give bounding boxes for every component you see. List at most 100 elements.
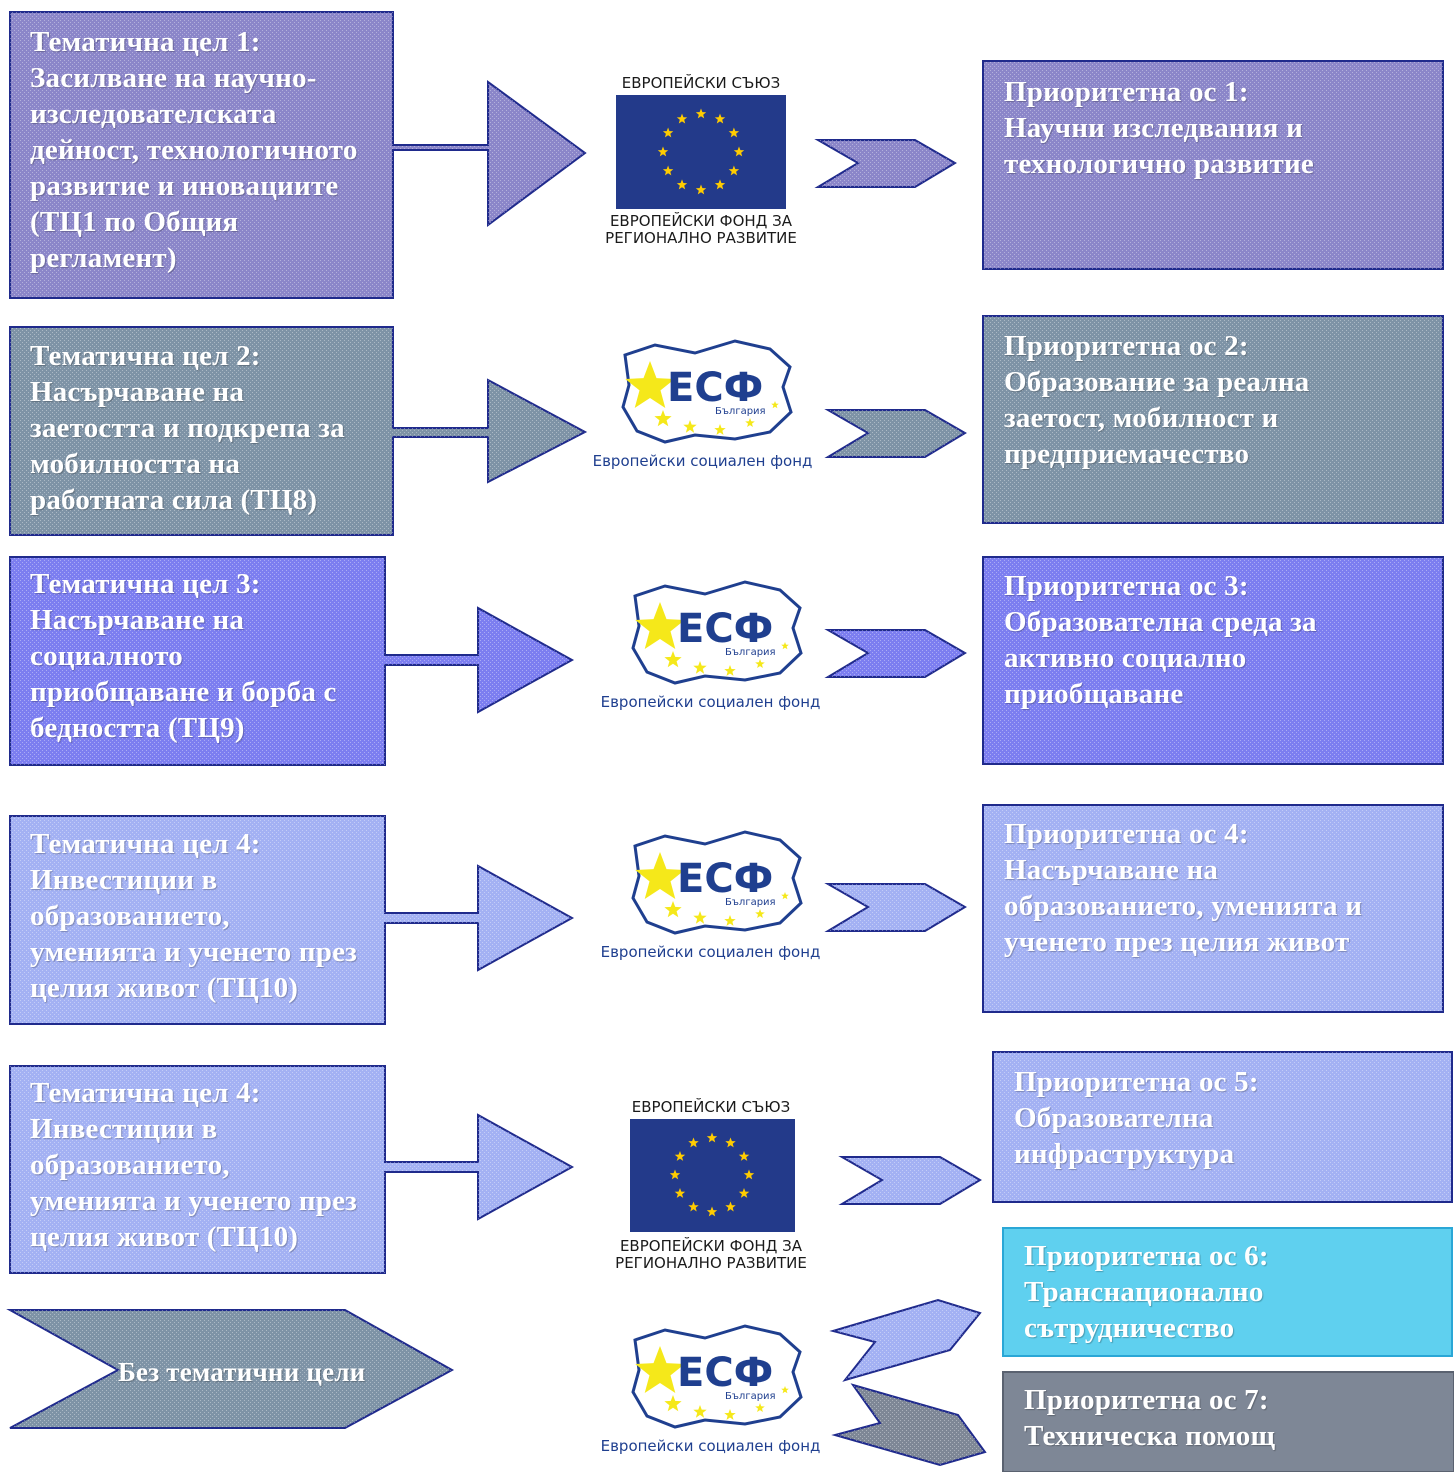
- eu-star-icon: [738, 1188, 750, 1198]
- goal-4-text: Тематична цел 4: Инвестиции в образовани…: [30, 828, 358, 1004]
- eu-star-icon: [695, 184, 707, 195]
- eu-star-icon: [662, 127, 674, 138]
- esf-logo-4-caption: Европейски социален фонд: [600, 1437, 821, 1455]
- axis-4-text: Приоритетна ос 4: Насърчаване на образов…: [1004, 818, 1363, 958]
- chevron-2: [824, 409, 967, 458]
- esf-star-icon: [664, 901, 682, 918]
- eu-logo-2-top: ЕВРОПЕЙСКИ СЪЮЗ: [631, 1098, 791, 1116]
- esf-star-icon: [693, 661, 707, 674]
- esf-mark-text: ЕСФ: [677, 856, 773, 902]
- eu-logo-2-bottom: ЕВРОПЕЙСКИ ФОНД ЗА РЕГИОНАЛНО РАЗВИТИЕ: [615, 1237, 807, 1272]
- axis-3-text: Приоритетна ос 3: Образователна среда за…: [1004, 570, 1317, 710]
- chevron-7: [831, 1383, 987, 1467]
- esf-sub-text: България: [725, 897, 776, 908]
- chevron-5: [838, 1156, 982, 1205]
- eu-logo-1-bottom: ЕВРОПЕЙСКИ ФОНД ЗА РЕГИОНАЛНО РАЗВИТИЕ: [605, 212, 797, 247]
- eu-star-icon: [674, 1151, 686, 1161]
- esf-star-icon: [771, 401, 779, 409]
- esf-star-icon: [654, 410, 672, 427]
- esf-star-icon: [693, 911, 707, 924]
- goal-5-shape: [9, 1065, 575, 1274]
- esf-star-icon: [724, 665, 736, 676]
- esf-star-icon: [745, 418, 755, 427]
- esf-star-icon: [664, 651, 682, 668]
- chevron-3: [824, 629, 967, 678]
- chevron-1: [814, 139, 957, 188]
- axis-5-box: [992, 1051, 1453, 1203]
- eu-star-icon: [725, 1137, 736, 1148]
- esf-sub-text: България: [725, 1391, 776, 1402]
- esf-star-icon: [724, 915, 736, 926]
- axis-2-text: Приоритетна ос 2: Образование за реална …: [1004, 330, 1310, 470]
- esf-star-icon: [625, 361, 675, 408]
- esf-logo-1-caption: Европейски социален фонд: [592, 452, 813, 470]
- axis-6-text: Приоритетна ос 6: Транснационално сътруд…: [1024, 1240, 1269, 1344]
- esf-star-icon: [635, 602, 685, 649]
- eu-star-icon: [662, 165, 674, 176]
- esf-star-icon: [714, 424, 726, 435]
- eu-star-icon: [706, 1132, 718, 1143]
- axis-1-box: [982, 60, 1444, 270]
- eu-star-icon: [728, 165, 740, 176]
- eu-star-icon: [725, 1201, 736, 1212]
- esf-star-icon: [693, 1405, 707, 1418]
- goal-2-shape: [9, 326, 588, 536]
- axis-5-text: Приоритетна ос 5: Образователна инфрастр…: [1014, 1066, 1259, 1170]
- esf-star-icon: [755, 1403, 765, 1412]
- esf-star-icon: [683, 420, 697, 433]
- axis-3-box: [982, 556, 1444, 765]
- eu-star-icon: [657, 146, 669, 157]
- no-goals-shape: [6, 1309, 455, 1429]
- goal-5-text: Тематична цел 4: Инвестиции в образовани…: [30, 1077, 358, 1253]
- eu-logo-1: [616, 95, 786, 209]
- eu-logo-1-top: ЕВРОПЕЙСКИ СЪЮЗ: [621, 74, 781, 92]
- axis-7-box: [1002, 1371, 1454, 1472]
- esf-star-icon: [755, 659, 765, 668]
- esf-sub-text: България: [725, 647, 776, 658]
- axis-6-box: [1002, 1227, 1453, 1357]
- eu-star-icon: [728, 127, 740, 138]
- eu-logo-2: [630, 1119, 795, 1232]
- eu-star-icon: [733, 146, 745, 157]
- esf-star-icon: [635, 852, 685, 899]
- axis-1-text: Приоритетна ос 1: Научни изследвания и т…: [1004, 76, 1315, 180]
- goal-1-shape: [9, 11, 587, 299]
- esf-logo-2-caption: Европейски социален фонд: [600, 693, 821, 711]
- esf-star-icon: [781, 1386, 789, 1394]
- eu-star-icon: [688, 1137, 699, 1148]
- eu-star-icon: [706, 1206, 718, 1217]
- eu-star-icon: [676, 179, 688, 190]
- goal-1-text: Тематична цел 1: Засилване на научно- из…: [30, 26, 358, 274]
- chevron-4: [824, 883, 967, 932]
- chevron-6: [829, 1298, 982, 1382]
- esf-star-icon: [781, 642, 789, 650]
- eu-star-icon: [743, 1169, 755, 1180]
- goal-3-shape: [9, 556, 575, 766]
- goal-2-text: Тематична цел 2: Насърчаване на заетостт…: [30, 340, 345, 516]
- esf-logo-3-caption: Европейски социален фонд: [600, 943, 821, 961]
- axis-2-box: [982, 315, 1444, 524]
- esf-star-icon: [781, 892, 789, 900]
- goal-4-shape: [9, 815, 575, 1025]
- eu-star-icon: [674, 1188, 686, 1198]
- esf-mark-text: ЕСФ: [677, 606, 773, 652]
- esf-star-icon: [724, 1409, 736, 1420]
- esf-star-icon: [635, 1346, 685, 1393]
- axis-7-text: Приоритетна ос 7: Техническа помощ: [1024, 1384, 1276, 1452]
- eu-star-icon: [688, 1201, 699, 1212]
- eu-star-icon: [714, 179, 726, 190]
- esf-mark-text: ЕСФ: [677, 1350, 773, 1396]
- esf-star-icon: [755, 909, 765, 918]
- eu-star-icon: [695, 108, 707, 119]
- esf-star-icon: [664, 1395, 682, 1412]
- esf-mark-text: ЕСФ: [667, 365, 763, 411]
- goal-3-text: Тематична цел 3: Насърчаване на социално…: [30, 568, 337, 744]
- esf-sub-text: България: [715, 406, 766, 417]
- eu-star-icon: [676, 113, 688, 124]
- no-goals-text: Без тематични цели: [118, 1357, 366, 1387]
